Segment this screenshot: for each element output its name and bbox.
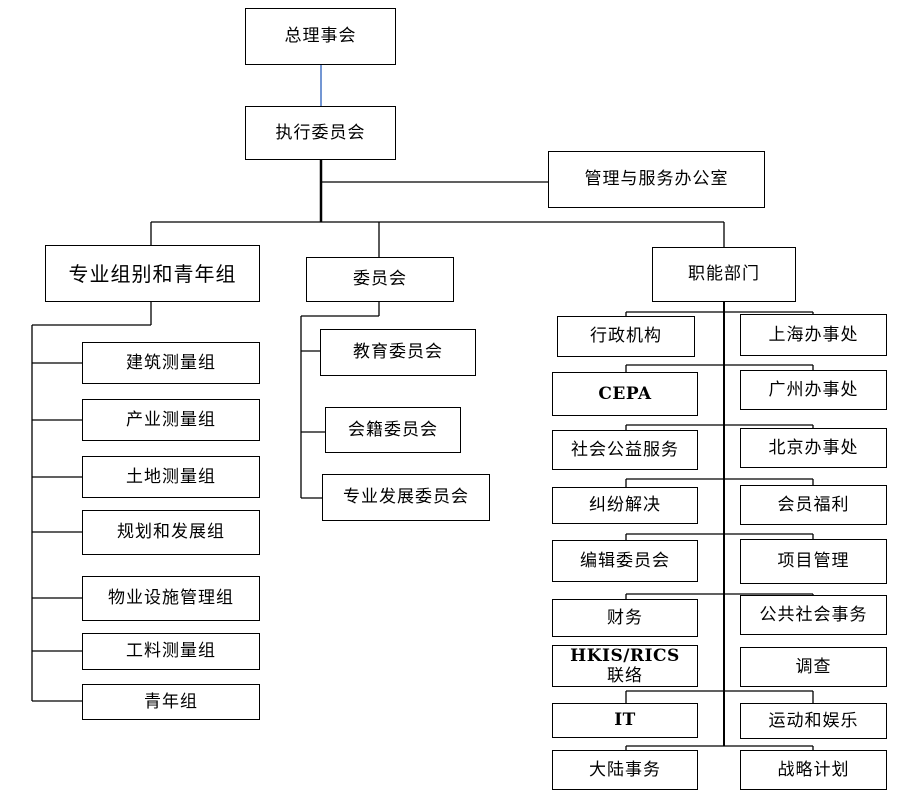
- function-node: 会员福利: [740, 485, 887, 525]
- function-node: 运动和娱乐: [740, 703, 887, 739]
- committees-branch-node: 委员会: [306, 257, 454, 302]
- function-node: 项目管理: [740, 539, 887, 584]
- group-node: 土地测量组: [82, 456, 260, 498]
- function-node: 广州办事处: [740, 370, 887, 410]
- function-label: HKIS/RICS: [570, 645, 680, 666]
- function-node: 纠纷解决: [552, 487, 698, 524]
- function-node: 社会公益服务: [552, 430, 698, 470]
- function-node: HKIS/RICS 联络: [552, 645, 698, 687]
- group-node: 物业设施管理组: [82, 576, 260, 621]
- function-node: 北京办事处: [740, 428, 887, 468]
- function-node: 财务: [552, 599, 698, 637]
- admin-service-office-node: 管理与服务办公室: [548, 151, 765, 208]
- function-node: 战略计划: [740, 750, 887, 790]
- committee-node: 专业发展委员会: [322, 474, 490, 521]
- function-label-line2: 联络: [606, 666, 643, 686]
- functions-branch-node: 职能部门: [652, 247, 796, 302]
- function-node: 公共社会事务: [740, 595, 887, 635]
- group-node: 建筑测量组: [82, 342, 260, 384]
- function-node: 调查: [740, 647, 887, 687]
- executive-committee-node: 执行委员会: [245, 106, 396, 160]
- committee-node: 教育委员会: [320, 329, 476, 376]
- groups-branch-node: 专业组别和青年组: [45, 245, 260, 302]
- board-node: 总理事会: [245, 8, 396, 65]
- function-node: IT: [552, 703, 698, 738]
- function-node: 大陆事务: [552, 750, 698, 790]
- function-node: 编辑委员会: [552, 540, 698, 582]
- group-node: 规划和发展组: [82, 510, 260, 555]
- function-node: 行政机构: [557, 316, 695, 357]
- committee-node: 会籍委员会: [325, 407, 461, 453]
- function-node: 上海办事处: [740, 314, 887, 356]
- group-node: 产业测量组: [82, 399, 260, 441]
- group-node: 青年组: [82, 684, 260, 720]
- function-node: CEPA: [552, 372, 698, 416]
- group-node: 工料测量组: [82, 633, 260, 670]
